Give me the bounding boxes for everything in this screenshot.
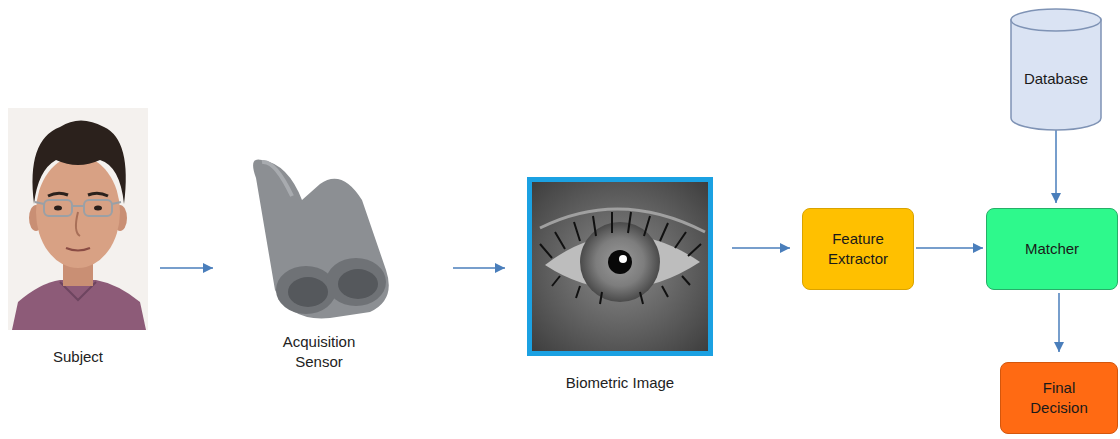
- node-label: Database: [1024, 69, 1088, 89]
- matcher-box: Matcher: [986, 208, 1118, 290]
- pupil: [608, 250, 632, 274]
- flow-arrow: [916, 247, 983, 249]
- cylinder-body: [1011, 20, 1101, 130]
- eye: [54, 206, 62, 211]
- flow-arrow: [1058, 293, 1060, 352]
- node-label: Subject: [8, 347, 148, 367]
- sensor-body: [253, 159, 389, 318]
- eyepiece-inner: [338, 269, 378, 299]
- eye: [94, 206, 102, 211]
- eyepiece-inner: [288, 277, 328, 307]
- image-frame: [530, 180, 711, 354]
- node-label: Feature Extractor: [812, 229, 904, 270]
- cylinder-top: [1011, 9, 1101, 31]
- process-box: Feature Extractor: [802, 208, 914, 290]
- sensor-node: Acquisition Sensor: [248, 150, 390, 373]
- node-label: Final Decision: [1024, 378, 1094, 419]
- eyelashes: [540, 212, 701, 304]
- sensor-highlight: [262, 162, 292, 196]
- brow: [48, 193, 68, 196]
- node-label: Biometric Image: [527, 373, 713, 393]
- eyepiece: [326, 258, 386, 306]
- glasses: [84, 200, 112, 216]
- reflection: [619, 255, 627, 263]
- mouth: [66, 248, 90, 251]
- nose: [76, 212, 80, 236]
- flow-arrow: [160, 267, 213, 269]
- eye-image: [530, 180, 711, 354]
- sensor-device: [253, 159, 389, 318]
- flow-arrow: [1055, 130, 1057, 203]
- decision-box: Final Decision: [1000, 362, 1118, 434]
- node-label: Matcher: [1025, 239, 1079, 259]
- database-cylinder: Database: [1010, 8, 1102, 130]
- photo-ground: [8, 108, 148, 330]
- face: [36, 156, 120, 268]
- eyepiece: [276, 266, 336, 314]
- shirt: [12, 280, 146, 330]
- iris: [580, 222, 660, 302]
- subject-node: Subject: [8, 108, 148, 367]
- glasses: [44, 200, 72, 216]
- brow: [88, 193, 108, 196]
- subject-photo: [8, 108, 148, 330]
- glasses-frame: [35, 202, 121, 206]
- node-label: Acquisition Sensor: [269, 332, 369, 373]
- hair: [32, 121, 125, 205]
- flow-arrow: [453, 267, 505, 269]
- image-node: Biometric Image: [527, 177, 713, 393]
- flow-arrow: [732, 247, 790, 249]
- cylinder-outline: [1010, 8, 1102, 130]
